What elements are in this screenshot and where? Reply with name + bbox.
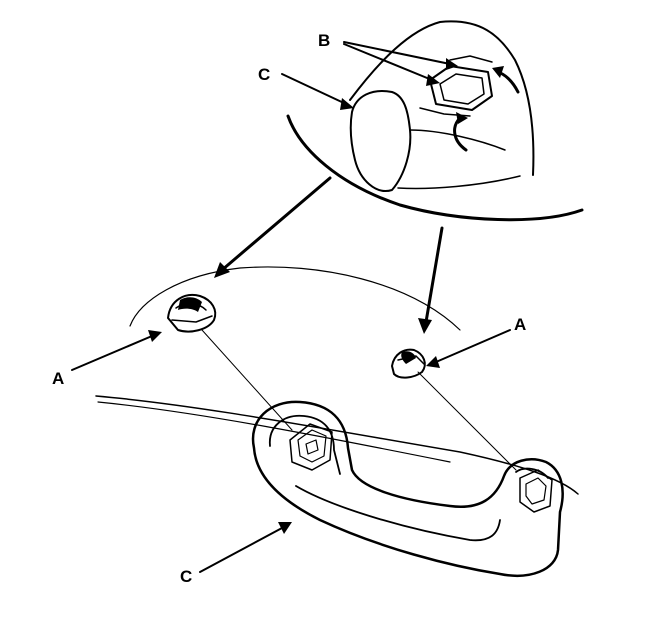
label-b: B [318,31,330,50]
label-c-main: C [180,567,192,586]
label-c-detail: C [258,65,270,84]
c-main-leader [199,522,292,573]
label-a-left: A [52,369,64,388]
label-a-right: A [514,315,526,334]
b-leaders [343,41,458,86]
detail-view [286,20,584,222]
clip-a-right [391,348,426,379]
alignment-lines [201,329,517,471]
c-detail-leader [281,73,354,110]
a-leaders [71,329,511,371]
callout-arrows [214,176,444,334]
clip-a-left [167,294,217,333]
grab-handle [251,400,564,577]
